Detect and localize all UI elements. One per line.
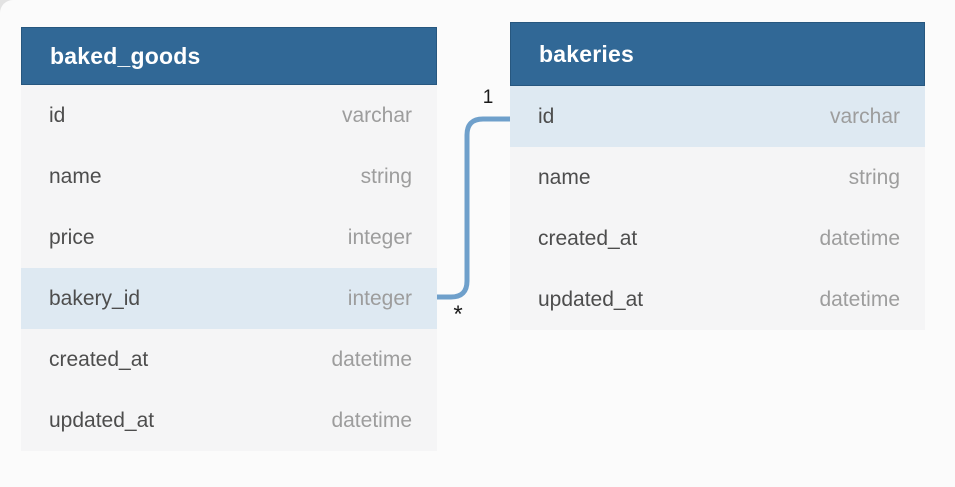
column-name: id	[49, 103, 66, 127]
cardinality-many-label: *	[453, 301, 463, 328]
relationship-connector	[437, 116, 510, 300]
column-name: name	[49, 164, 102, 188]
table-row-created-at[interactable]: created_at datetime	[21, 329, 437, 390]
column-name: created_at	[49, 347, 149, 371]
table-row-bakery-id[interactable]: bakery_id integer	[21, 268, 437, 329]
cardinality-one-label: 1	[482, 87, 494, 108]
table-row-name[interactable]: name string	[21, 146, 437, 207]
column-name: name	[538, 165, 591, 189]
column-type: string	[848, 165, 900, 189]
table-row-created-at[interactable]: created_at datetime	[510, 208, 925, 269]
table-row-updated-at[interactable]: updated_at datetime	[510, 269, 925, 330]
column-name: id	[538, 104, 555, 128]
table-row-price[interactable]: price integer	[21, 207, 437, 268]
column-type: string	[360, 164, 412, 188]
table-row-name[interactable]: name string	[510, 147, 925, 208]
table-row-id[interactable]: id varchar	[21, 85, 437, 146]
table-header-baked-goods[interactable]: baked_goods	[21, 27, 437, 85]
column-type: integer	[347, 286, 412, 310]
table-row-updated-at[interactable]: updated_at datetime	[21, 390, 437, 451]
column-type: varchar	[829, 104, 900, 128]
column-type: datetime	[331, 408, 412, 432]
column-name: updated_at	[538, 287, 644, 311]
table-title: bakeries	[539, 40, 634, 67]
table-bakeries[interactable]: bakeries id varchar name string created_…	[510, 22, 925, 330]
column-type: integer	[347, 225, 412, 249]
window-corner	[0, 0, 13, 13]
table-row-id[interactable]: id varchar	[510, 86, 925, 147]
column-name: updated_at	[49, 408, 155, 432]
column-type: datetime	[331, 347, 412, 371]
column-name: bakery_id	[49, 286, 141, 310]
table-title: baked_goods	[50, 42, 201, 69]
column-type: varchar	[341, 103, 412, 127]
column-name: price	[49, 225, 95, 249]
column-type: datetime	[819, 287, 900, 311]
table-baked-goods[interactable]: baked_goods id varchar name string price…	[21, 27, 437, 451]
column-name: created_at	[538, 226, 638, 250]
table-header-bakeries[interactable]: bakeries	[510, 22, 925, 86]
relationship-line[interactable]	[437, 116, 510, 300]
column-type: datetime	[819, 226, 900, 250]
